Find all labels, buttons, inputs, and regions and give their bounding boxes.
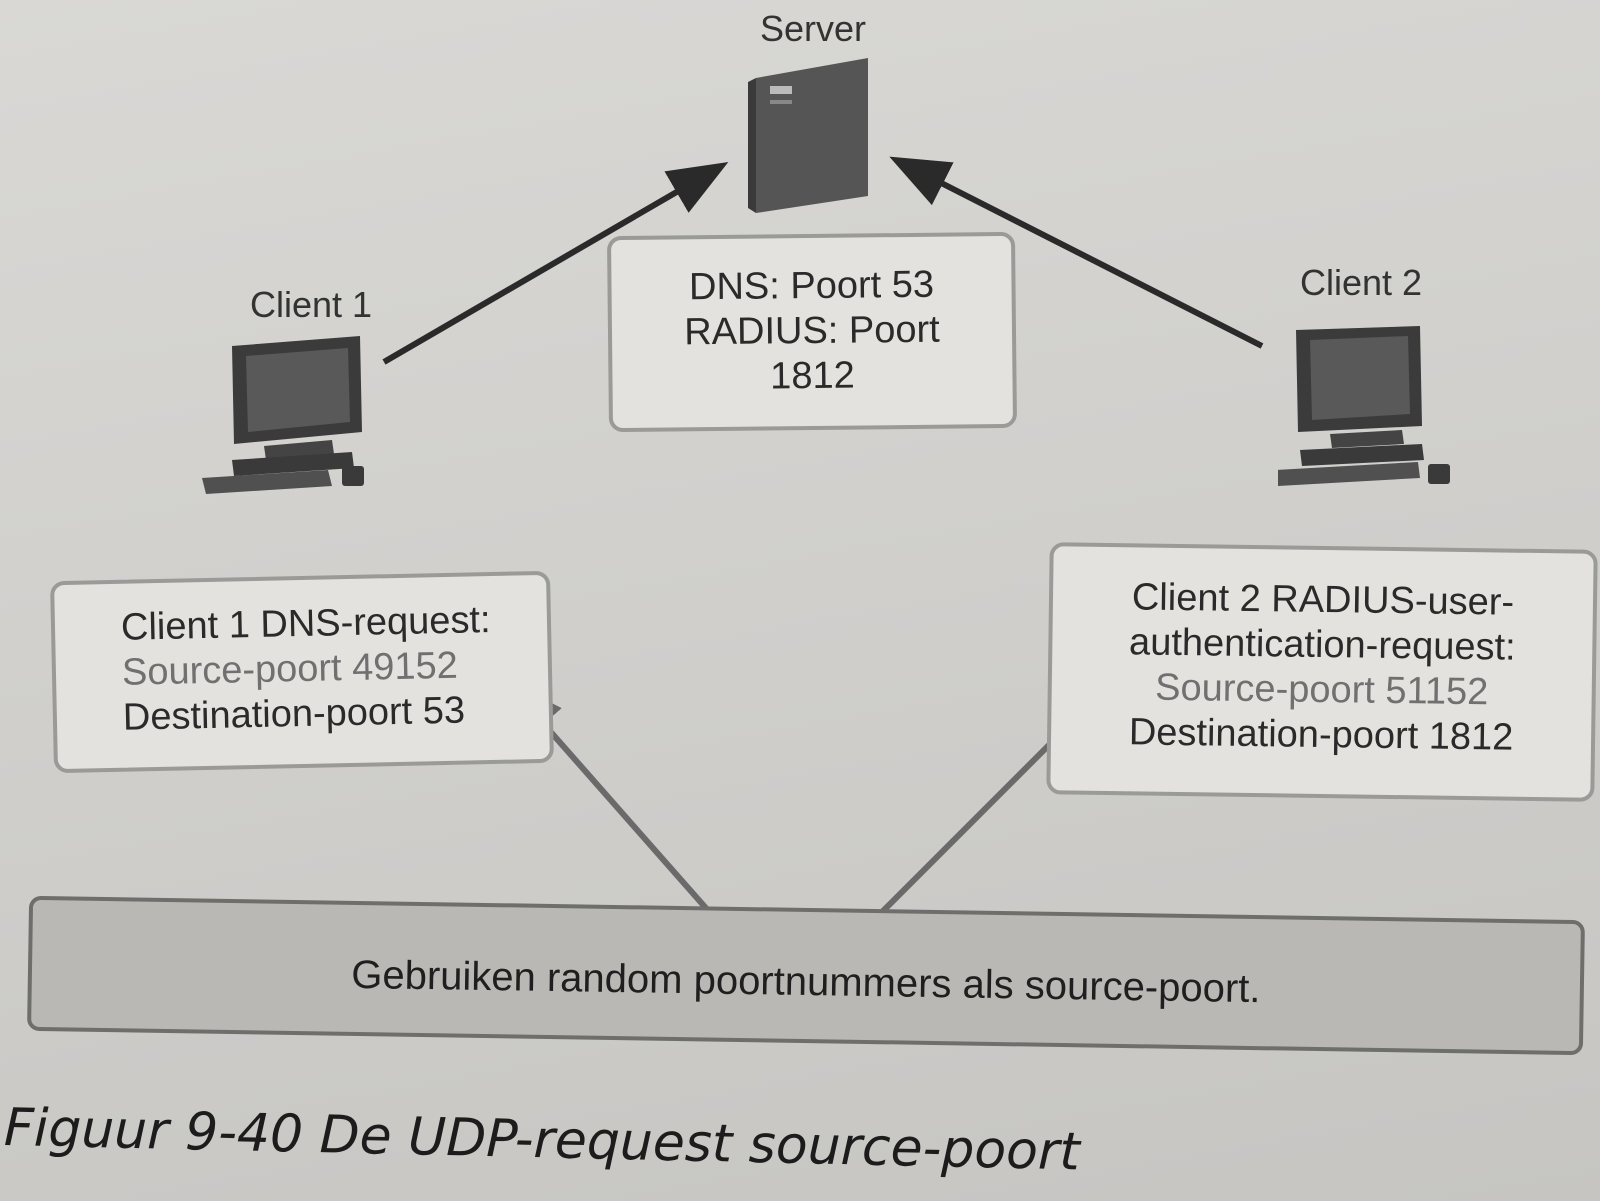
client2-request-box: Client 2 RADIUS-user- authentication-req… <box>1046 542 1598 802</box>
server-port-radius: RADIUS: Poort <box>684 308 940 354</box>
arrow-client2-to-server <box>889 156 1264 349</box>
client1-label: Client 1 <box>250 284 373 325</box>
server-port-dns: DNS: Poort 53 <box>688 263 935 309</box>
client2-destination-port: Destination-poort 1812 <box>1128 711 1514 759</box>
client2-request-title: Client 2 RADIUS-user- <box>1131 576 1515 624</box>
server-label: Server <box>760 8 867 49</box>
client1-request-title: Client 1 DNS-request: <box>120 599 491 649</box>
client2-label: Client 2 <box>1300 262 1423 303</box>
client2-request-title-cont: authentication-request: <box>1128 621 1516 669</box>
server-ports-box: DNS: Poort 53 RADIUS: Poort 1812 <box>606 231 1018 433</box>
computer-icon <box>202 336 364 494</box>
computer-icon <box>1278 326 1450 486</box>
server-port-radius-number: 1812 <box>769 354 855 398</box>
client2-source-port: Source-poort 51152 <box>1154 666 1489 714</box>
arrow-client1-to-server <box>382 161 729 365</box>
client1-destination-port: Destination-poort 53 <box>122 689 466 739</box>
client1-request-box: Client 1 DNS-request: Source-poort 49152… <box>50 570 554 774</box>
random-port-banner: Gebruiken random poortnummers als source… <box>27 895 1585 1056</box>
server-icon <box>748 58 868 213</box>
